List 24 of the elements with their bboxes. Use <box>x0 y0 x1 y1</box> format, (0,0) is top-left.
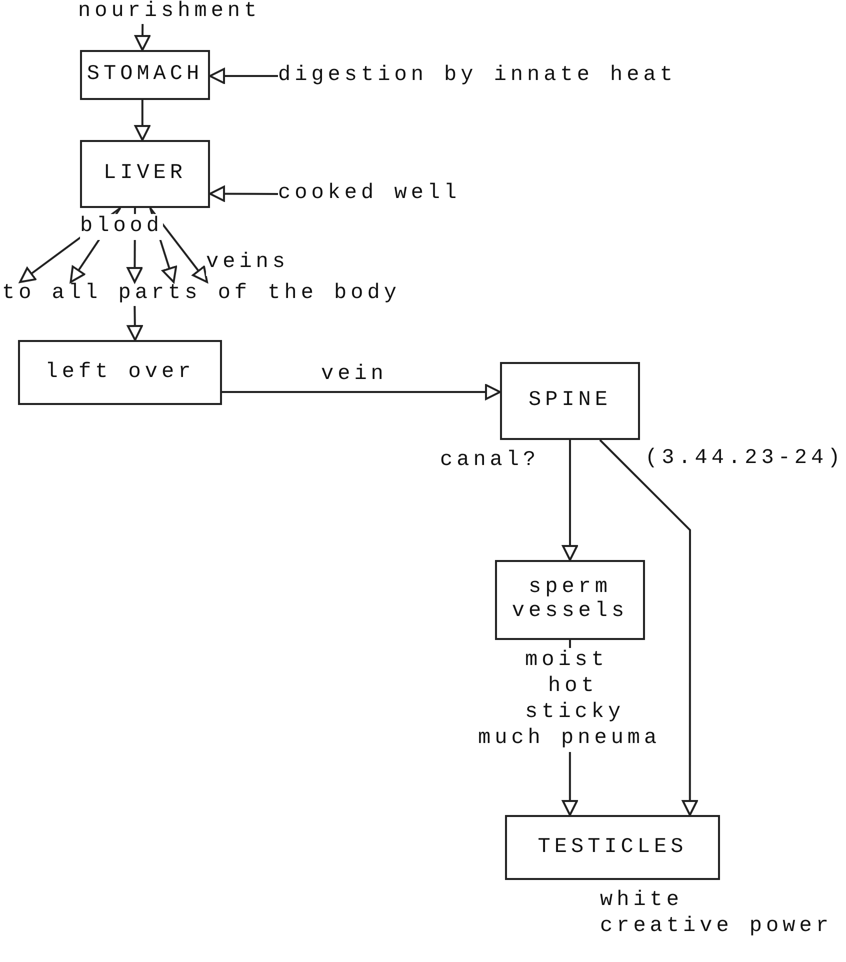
arrow <box>70 207 122 283</box>
process-box: sperm vessels <box>495 560 645 640</box>
arrow <box>126 306 143 341</box>
arrow <box>134 100 150 141</box>
arrow <box>149 207 208 283</box>
annotation-text: blood <box>80 214 164 240</box>
flow-text: digestion by innate heat <box>278 64 698 88</box>
arrow <box>599 439 698 816</box>
flow-text: to all parts of the body <box>2 282 404 306</box>
process-box: SPINE <box>500 362 640 440</box>
arrow <box>209 186 278 202</box>
arrow <box>126 208 143 283</box>
arrow <box>222 384 501 400</box>
flow-text: cooked well <box>278 182 478 206</box>
arrow <box>562 440 578 561</box>
flow-text: nourishment <box>78 0 268 24</box>
arrow <box>149 208 178 283</box>
process-box: LIVER <box>80 140 210 208</box>
arrow <box>134 24 150 51</box>
process-box: TESTICLES <box>505 815 720 880</box>
arrow <box>209 68 278 84</box>
process-box: STOMACH <box>80 50 210 100</box>
arrow <box>19 207 121 283</box>
process-box: left over <box>18 340 222 405</box>
